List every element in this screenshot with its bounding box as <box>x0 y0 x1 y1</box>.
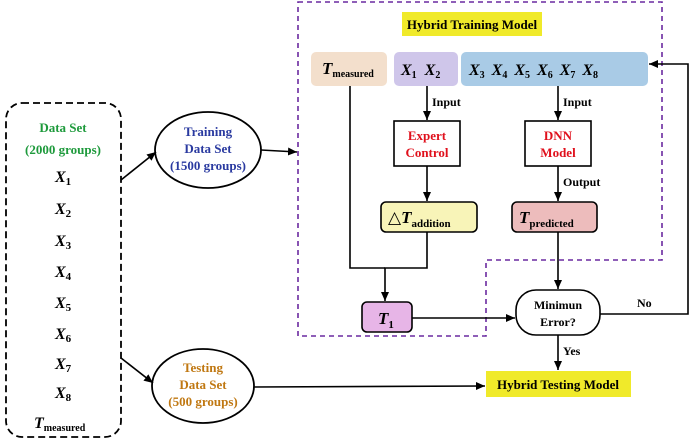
connectors <box>120 60 689 391</box>
t-addition-label: △Taddition <box>388 208 451 230</box>
testing-line2: Data Set <box>179 377 227 392</box>
dataset-var-list: X1 X2 X3 X4 X5 X6 X7 X8 Tmeasured <box>34 169 86 434</box>
hybrid-testing-box <box>486 371 631 397</box>
arrow-dataset-to-training <box>120 151 157 181</box>
t-addition-box <box>380 201 478 233</box>
testing-line1: Testing <box>183 360 223 375</box>
tmeasured-input-label: Tmeasured <box>322 59 374 80</box>
testing-dataset-node <box>151 348 255 424</box>
t-predicted-label: Tpredicted <box>519 208 574 230</box>
output-label-dnn: Output <box>563 175 600 189</box>
arrow-dataset-to-testing <box>120 357 154 384</box>
arrow-testing-to-hybrid-testing <box>253 382 486 391</box>
arrow-decision-no-feedback <box>600 60 689 315</box>
dataset-box <box>5 102 122 438</box>
dataset-var-x1: X1 <box>54 169 71 188</box>
expert-line1: Expert <box>408 128 447 143</box>
decision-line2: Error? <box>540 315 576 329</box>
t-predicted-box <box>511 201 598 233</box>
dataset-var-x4: X4 <box>54 264 72 283</box>
yes-label: Yes <box>563 344 581 358</box>
dataset-var-x5: X5 <box>54 295 72 314</box>
hybrid-training-boundary <box>297 1 663 337</box>
tmeasured-input-box <box>311 52 387 86</box>
dataset-var-tmeasured: Tmeasured <box>34 415 86 434</box>
arrow-taddition-to-t1 <box>381 232 428 301</box>
t1-box <box>361 301 413 333</box>
dataset-groups: (2000 groups) <box>25 142 101 157</box>
hybrid-training-title: Hybrid Training Model <box>407 17 538 32</box>
testing-line3: (500 groups) <box>168 394 237 409</box>
dataset-var-x7: X7 <box>54 356 72 375</box>
training-line3: (1500 groups) <box>170 158 246 173</box>
dataset-var-x6: X6 <box>54 326 72 345</box>
dataset-var-x3: X3 <box>54 233 72 252</box>
input-label-dnn: Input <box>563 95 592 109</box>
decision-line1: Minimun <box>534 298 582 312</box>
expert-line2: Control <box>405 145 448 160</box>
hybrid-testing-title: Hybrid Testing Model <box>497 377 619 392</box>
input-label-expert: Input <box>432 95 461 109</box>
training-line2: Data Set <box>184 141 232 156</box>
training-line1: Training <box>184 124 233 139</box>
arrow-training-to-hybrid <box>260 147 298 156</box>
line-tmeasured-to-t1 <box>349 86 385 269</box>
dataset-var-x2: X2 <box>54 201 72 220</box>
x3-x8-input-box <box>461 52 648 86</box>
dnn-model-box <box>524 120 592 167</box>
hybrid-training-title-box <box>402 12 542 36</box>
dnn-line1: DNN <box>544 128 573 143</box>
x1-x2-input-box <box>394 52 458 86</box>
dataset-title: Data Set <box>39 120 87 135</box>
dnn-line2: Model <box>540 145 576 160</box>
no-label: No <box>637 296 652 310</box>
dataset-var-x8: X8 <box>54 385 72 404</box>
t1-label: T1 <box>378 309 394 331</box>
